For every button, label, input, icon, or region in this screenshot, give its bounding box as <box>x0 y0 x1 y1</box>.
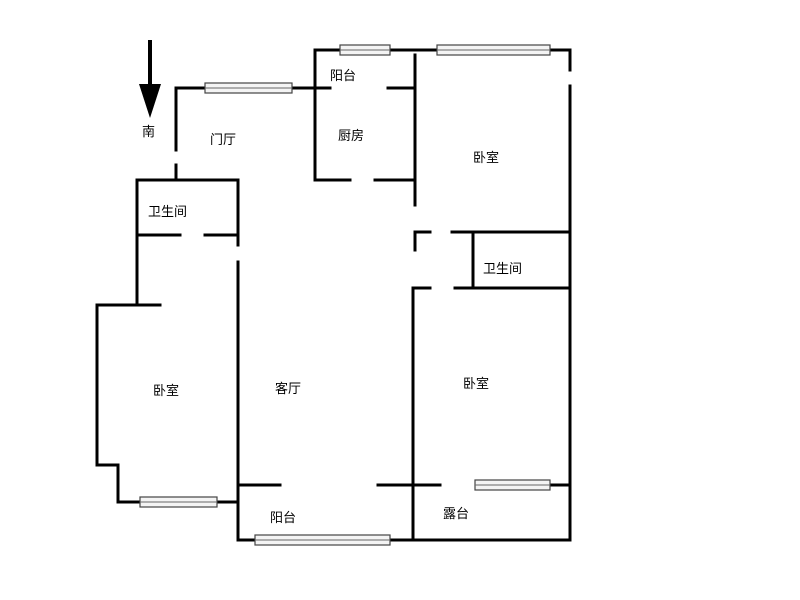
label-bedroom-se: 卧室 <box>463 376 489 392</box>
window-top-balcony <box>339 44 391 56</box>
label-balcony-bottom: 阳台 <box>270 511 296 526</box>
window-se-bedroom <box>474 479 551 491</box>
walls <box>95 48 572 542</box>
window-west-bedroom <box>139 496 218 508</box>
south-arrow-icon <box>139 40 161 118</box>
window-ne-bedroom <box>436 44 551 56</box>
label-living: 客厅 <box>275 381 301 397</box>
label-balcony-top: 阳台 <box>330 69 356 84</box>
label-terrace: 露台 <box>443 507 469 522</box>
label-foyer: 门厅 <box>210 133 236 148</box>
label-bathroom-w: 卫生间 <box>148 205 187 220</box>
label-bedroom-ne: 卧室 <box>473 150 499 166</box>
window-foyer <box>204 82 293 94</box>
label-bedroom-w: 卧室 <box>153 383 179 399</box>
window-bottom-balcony <box>254 534 391 546</box>
label-kitchen: 厨房 <box>338 128 364 144</box>
compass-label: 南 <box>142 124 155 140</box>
label-bathroom-e: 卫生间 <box>483 262 522 277</box>
